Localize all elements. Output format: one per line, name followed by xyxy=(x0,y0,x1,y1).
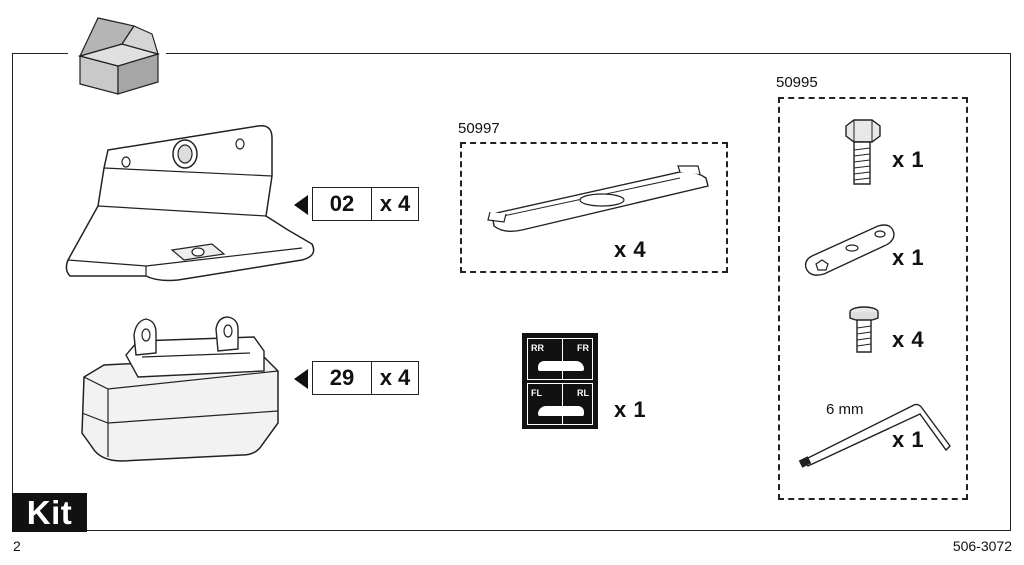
sticker-label-fl: FL xyxy=(531,388,542,398)
car-icon xyxy=(538,406,584,416)
hardware-group-box xyxy=(778,97,968,500)
part-29-table: 29 x 4 xyxy=(312,361,419,395)
sticker-rear-panel: RR FR xyxy=(527,338,593,380)
kit-badge: Kit xyxy=(12,493,87,532)
group-code: 50997 xyxy=(458,120,500,137)
pointer-arrow-icon xyxy=(294,195,308,215)
allen-key-size: 6 mm xyxy=(826,401,864,418)
foot-pad-icon xyxy=(78,315,284,465)
kit-box-icon xyxy=(76,14,162,96)
allen-key-icon xyxy=(798,398,956,468)
plates-quantity: x 4 xyxy=(614,237,647,262)
part-quantity: x 4 xyxy=(379,191,411,216)
kit-frame xyxy=(12,53,1011,531)
group-code: 50995 xyxy=(776,74,818,91)
sticker-quantity: x 1 xyxy=(614,397,647,422)
divider-line xyxy=(562,339,563,379)
position-sticker-icon: RR FR FL RL xyxy=(522,333,598,429)
plates-group-box xyxy=(460,142,728,273)
sticker-front-panel: FL RL xyxy=(527,383,593,425)
part-02-table: 02 x 4 xyxy=(312,187,419,221)
sticker-label-fr: FR xyxy=(577,343,589,353)
foot-bracket-icon xyxy=(62,120,322,296)
part-quantity: x 4 xyxy=(379,365,411,390)
document-number: 506-3072 xyxy=(952,538,1012,554)
screw-icon xyxy=(848,306,882,354)
cover-plate-icon xyxy=(484,164,712,236)
hardware-quantity: x 1 xyxy=(892,245,925,270)
car-icon xyxy=(538,361,584,371)
sticker-label-rl: RL xyxy=(577,388,589,398)
spanner-plate-icon xyxy=(804,222,896,276)
part-code: 02 xyxy=(313,188,372,220)
hex-bolt-icon xyxy=(842,120,882,188)
hardware-quantity: x 4 xyxy=(892,327,925,352)
pointer-arrow-icon xyxy=(294,369,308,389)
part-code: 29 xyxy=(313,362,372,394)
page-number: 2 xyxy=(13,538,21,554)
hardware-quantity: x 1 xyxy=(892,147,925,172)
sticker-label-rr: RR xyxy=(531,343,544,353)
divider-line xyxy=(562,384,563,424)
hardware-quantity: x 1 xyxy=(892,427,925,452)
